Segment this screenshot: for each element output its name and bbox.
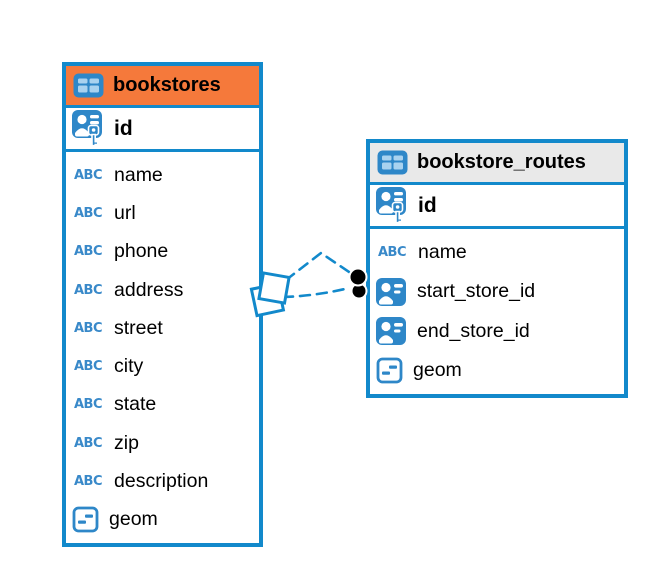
- column-row[interactable]: ABC name: [370, 233, 624, 272]
- primary-key-row[interactable]: id: [370, 185, 624, 229]
- text-type-icon: ABC: [73, 359, 103, 375]
- geometry-type-icon: [72, 506, 99, 533]
- column-label: geom: [413, 358, 462, 381]
- relationship-line-start-store[interactable]: [284, 251, 354, 282]
- relationship-endpoint-dot[interactable]: [348, 267, 368, 287]
- foreign-key-icon: [376, 277, 407, 306]
- column-label: state: [114, 393, 157, 416]
- table-name: bookstores: [113, 74, 221, 96]
- table-icon: [377, 150, 408, 175]
- column-label: name: [114, 163, 163, 186]
- primary-key-icon: [376, 187, 409, 224]
- column-row[interactable]: geom: [66, 501, 259, 539]
- relationship-endpoint-dots[interactable]: [348, 267, 368, 300]
- column-row[interactable]: start_store_id: [370, 272, 624, 311]
- column-row[interactable]: ABC city: [66, 347, 259, 385]
- column-row[interactable]: ABC state: [66, 386, 259, 424]
- relationship-diamond-markers[interactable]: [249, 271, 291, 318]
- column-row[interactable]: ABC street: [66, 309, 259, 347]
- text-type-icon: ABC: [73, 320, 103, 336]
- column-label: geom: [109, 508, 158, 531]
- column-label: description: [114, 470, 209, 493]
- text-type-icon: ABC: [73, 474, 103, 490]
- column-row[interactable]: ABC url: [66, 194, 259, 232]
- text-type-icon: ABC: [73, 167, 103, 183]
- text-type-icon: ABC: [73, 435, 103, 451]
- text-type-icon: ABC: [73, 282, 103, 298]
- primary-key-label: id: [418, 193, 437, 217]
- column-row[interactable]: end_store_id: [370, 312, 624, 351]
- column-label: url: [114, 201, 136, 224]
- column-row[interactable]: geom: [370, 351, 624, 390]
- table-header-bookstores[interactable]: bookstores: [66, 66, 259, 108]
- column-label: phone: [114, 240, 169, 263]
- relationship-line-end-store[interactable]: [281, 286, 351, 299]
- column-label: name: [418, 241, 467, 264]
- column-row[interactable]: ABC description: [66, 462, 259, 500]
- table-header-bookstore-routes[interactable]: bookstore_routes: [370, 143, 624, 185]
- geometry-type-icon: [376, 357, 403, 384]
- text-type-icon: ABC: [377, 245, 407, 261]
- column-label: city: [114, 355, 144, 378]
- foreign-key-icon: [376, 317, 407, 346]
- column-row[interactable]: ABC zip: [66, 424, 259, 462]
- column-label: end_store_id: [417, 319, 530, 342]
- column-row[interactable]: ABC name: [66, 156, 259, 194]
- table-name: bookstore_routes: [417, 151, 586, 173]
- column-row[interactable]: ABC phone: [66, 233, 259, 271]
- column-label: address: [114, 278, 184, 301]
- column-label: start_store_id: [417, 280, 536, 303]
- text-type-icon: ABC: [73, 397, 103, 413]
- column-label: street: [114, 316, 163, 339]
- table-icon: [73, 73, 104, 98]
- primary-key-icon: [72, 110, 105, 147]
- column-label: zip: [114, 431, 139, 454]
- text-type-icon: ABC: [73, 205, 103, 221]
- text-type-icon: ABC: [73, 244, 103, 260]
- primary-key-label: id: [114, 116, 133, 140]
- primary-key-row[interactable]: id: [66, 108, 259, 152]
- table-bookstore-routes[interactable]: bookstore_routes id ABC name start_store_i…: [366, 139, 628, 398]
- column-row[interactable]: ABC address: [66, 271, 259, 309]
- relationship-diamond-marker[interactable]: [257, 271, 291, 305]
